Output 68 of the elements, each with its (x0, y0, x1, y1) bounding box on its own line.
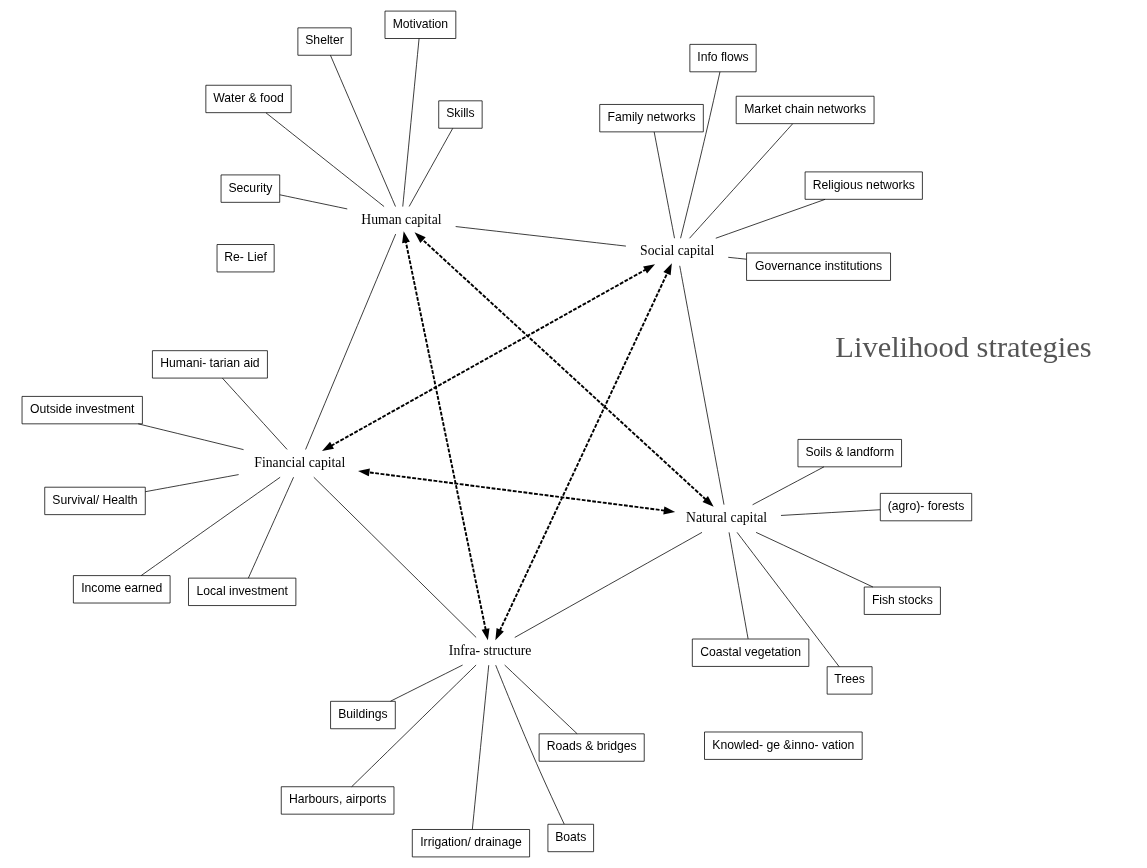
node-box: Fish stocks (863, 586, 941, 615)
connector (137, 423, 244, 450)
node-box: Roads & bridges (538, 733, 645, 762)
node-box: Income earned (73, 575, 171, 604)
connector (351, 664, 477, 788)
node-box: Skills (438, 100, 483, 129)
arrow (414, 232, 714, 507)
node-box: Survival/ Health (44, 486, 146, 515)
connector (279, 194, 348, 210)
node-text: Social capital (640, 243, 715, 259)
connector (504, 664, 578, 735)
connector (455, 226, 627, 247)
node-box: Outside investment (21, 396, 143, 425)
connector (680, 71, 721, 239)
node-box: Boats (547, 823, 594, 853)
connector (305, 233, 397, 450)
connector (728, 532, 749, 640)
connector (679, 265, 725, 505)
connector (495, 664, 565, 825)
node-box: Info flows (689, 44, 757, 73)
connector (265, 112, 385, 207)
connector (752, 466, 825, 506)
node-box: Trees (826, 666, 873, 695)
node-box: Motivation (384, 10, 457, 39)
node-text: Natural capital (686, 509, 768, 525)
arrow (495, 263, 672, 641)
node-text: Human capital (361, 211, 442, 227)
connector (408, 127, 454, 207)
connector (140, 476, 281, 576)
connector (145, 474, 240, 493)
connector (247, 476, 294, 579)
node-box: Re- Lief (216, 244, 275, 273)
node-box: Knowled- ge &inno- vation (704, 731, 863, 760)
connector (727, 256, 747, 260)
connector (471, 664, 490, 830)
connector (514, 532, 703, 638)
arrow (322, 264, 656, 451)
node-box: Security (220, 174, 281, 203)
node-box: Buildings (330, 700, 396, 730)
connector (755, 532, 874, 588)
node-box: Soils & landform (797, 439, 902, 468)
node-box: Local investment (188, 577, 297, 606)
node-box: (agro)- forests (879, 493, 973, 522)
connector (736, 531, 840, 667)
connector (330, 54, 396, 207)
node-box: Water & food (205, 84, 292, 114)
connector (313, 476, 477, 638)
connector (689, 123, 793, 239)
connector (402, 38, 420, 207)
connector (780, 509, 881, 516)
node-box: Market chain networks (735, 95, 875, 125)
node-box: Religious networks (804, 171, 923, 200)
node-box: Harbours, airports (280, 786, 395, 815)
label: Livelihood strategies (835, 330, 1092, 365)
connector (390, 664, 463, 702)
node-box: Shelter (297, 27, 352, 56)
node-box: Coastal vegetation (691, 638, 810, 667)
node-box: Humani- tarian aid (152, 350, 268, 379)
connector (715, 199, 826, 239)
node-box: Family networks (599, 104, 704, 133)
arrow (402, 231, 490, 641)
connector (222, 377, 288, 450)
node-text: Financial capital (254, 454, 346, 470)
node-text: Infra- structure (448, 642, 532, 658)
arrow (358, 468, 676, 515)
node-box: Irrigation/ drainage (411, 829, 530, 858)
node-box: Governance institutions (746, 252, 891, 281)
connector (653, 131, 675, 239)
